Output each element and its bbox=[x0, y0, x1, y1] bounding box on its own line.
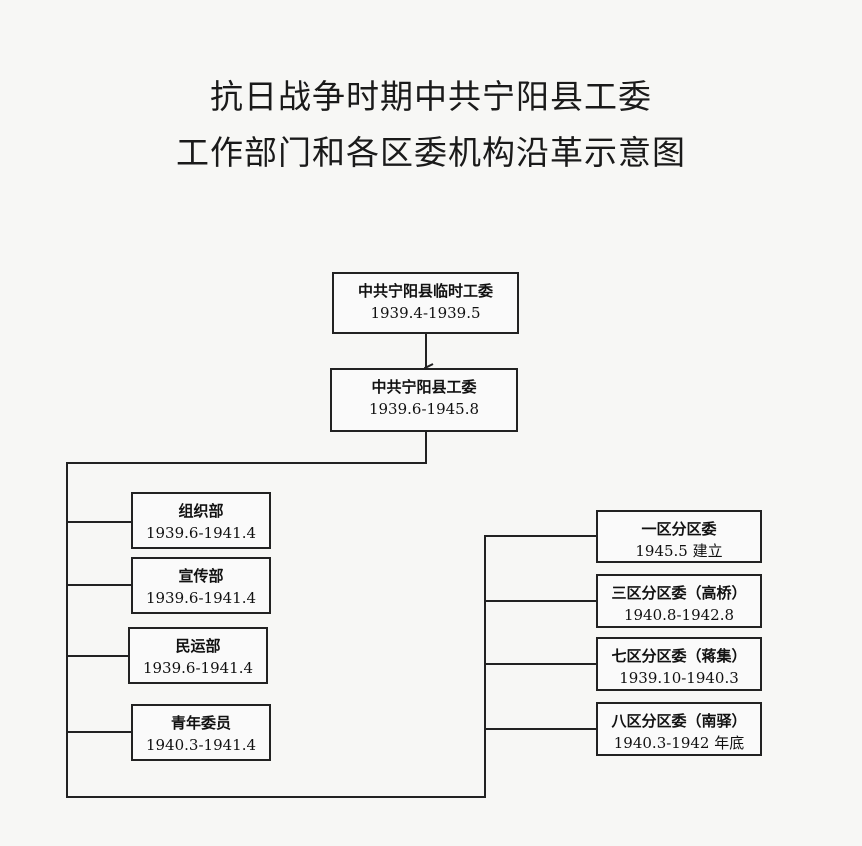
node-district-7: 七区分区委（蒋集） 1939.10-1940.3 bbox=[596, 637, 762, 691]
node-name: 宣传部 bbox=[178, 567, 224, 585]
node-date: 1940.3-1941.4 bbox=[145, 736, 257, 754]
node-name: 一区分区委 bbox=[641, 520, 717, 538]
node-date: 1939.10-1940.3 bbox=[619, 669, 739, 687]
diagram-title-line-1: 抗日战争时期中共宁阳县工委 bbox=[210, 77, 652, 116]
node-date: 1939.6-1941.4 bbox=[145, 589, 257, 607]
diagram-title-line-2: 工作部门和各区委机构沿革示意图 bbox=[176, 133, 686, 172]
node-name: 组织部 bbox=[178, 502, 224, 520]
node-civil-affairs-dept: 民运部 1939.6-1941.4 bbox=[128, 627, 268, 684]
node-organization-dept: 组织部 1939.6-1941.4 bbox=[131, 492, 271, 549]
node-date: 1939.6-1941.4 bbox=[142, 659, 254, 677]
node-name: 民运部 bbox=[175, 637, 221, 655]
node-name: 七区分区委（蒋集） bbox=[611, 647, 747, 665]
node-county-committee: 中共宁阳县工委 1939.6-1945.8 bbox=[330, 368, 518, 432]
node-date: 1939.6-1941.4 bbox=[145, 524, 257, 542]
node-name: 中共宁阳县临时工委 bbox=[357, 282, 493, 300]
node-name: 三区分区委（高桥） bbox=[611, 584, 747, 602]
node-date: 1945.5 建立 bbox=[635, 542, 723, 560]
node-temp-committee: 中共宁阳县临时工委 1939.4-1939.5 bbox=[332, 272, 519, 334]
node-propaganda-dept: 宣传部 1939.6-1941.4 bbox=[131, 557, 271, 614]
node-youth-committee: 青年委员 1940.3-1941.4 bbox=[131, 704, 271, 761]
node-date: 1940.8-1942.8 bbox=[623, 606, 735, 624]
node-district-8: 八区分区委（南驿） 1940.3-1942 年底 bbox=[596, 702, 762, 756]
node-date: 1939.4-1939.5 bbox=[370, 304, 481, 322]
node-date: 1940.3-1942 年底 bbox=[613, 734, 745, 752]
node-name: 八区分区委（南驿） bbox=[611, 712, 747, 730]
node-district-3: 三区分区委（高桥） 1940.8-1942.8 bbox=[596, 574, 762, 628]
node-district-1: 一区分区委 1945.5 建立 bbox=[596, 510, 762, 563]
node-name: 中共宁阳县工委 bbox=[371, 378, 477, 396]
node-date: 1939.6-1945.8 bbox=[368, 400, 480, 418]
node-name: 青年委员 bbox=[170, 714, 231, 732]
